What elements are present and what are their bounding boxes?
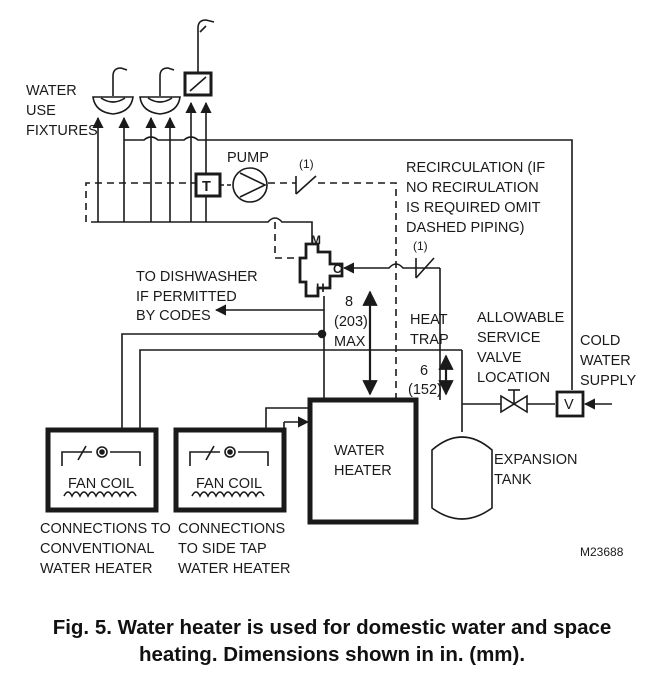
svg-text:EXPANSION: EXPANSION — [494, 452, 578, 468]
dimension-8-label: 8 (203) MAX — [334, 294, 368, 350]
svg-text:SERVICE: SERVICE — [477, 330, 541, 346]
shower-fixture — [183, 19, 215, 97]
note-1-mid: (1) — [413, 239, 428, 253]
svg-text:COLD: COLD — [580, 333, 620, 349]
heat-trap-label: HEAT TRAP — [410, 312, 449, 348]
expansion-tank-icon — [431, 436, 493, 520]
svg-text:WATER: WATER — [334, 443, 385, 459]
service-valve-icon — [500, 389, 528, 414]
svg-text:WATER HEATER: WATER HEATER — [40, 561, 153, 577]
check-valve-top-icon — [295, 175, 317, 195]
svg-text:BY CODES: BY CODES — [136, 308, 211, 324]
caption-line-2: heating. Dimensions shown in in. (mm). — [138, 643, 526, 666]
water-heater-label: WATER HEATER — [334, 443, 392, 479]
svg-text:CONNECTIONS: CONNECTIONS — [178, 521, 285, 537]
svg-text:USE: USE — [26, 103, 56, 119]
check-valve-mid-icon — [415, 257, 435, 279]
expansion-tank-label: EXPANSION TANK — [494, 452, 578, 488]
cold-valve-box — [555, 390, 585, 418]
svg-text:VALVE: VALVE — [477, 350, 522, 366]
svg-text:IF PERMITTED: IF PERMITTED — [136, 289, 237, 305]
svg-text:TRAP: TRAP — [410, 332, 449, 348]
figure-caption: Fig. 5. Water heater is used for domesti… — [0, 614, 664, 668]
plumbing-diagram: WATER USE FIXTURES PUMP (1) (1) RECIRCUL… — [26, 19, 636, 577]
svg-text:HEAT: HEAT — [410, 312, 448, 328]
side-tap-connections-label: CONNECTIONS TO SIDE TAP WATER HEATER — [178, 521, 291, 577]
part-number: M23688 — [580, 545, 624, 559]
conventional-connections-label: CONNECTIONS TO CONVENTIONAL WATER HEATER — [40, 521, 171, 577]
cold-valve-letter: V — [564, 397, 574, 413]
svg-text:8: 8 — [345, 294, 353, 310]
svg-text:(203): (203) — [334, 314, 368, 330]
pump-label: PUMP — [227, 150, 269, 166]
sink-fixture-1 — [92, 67, 134, 115]
svg-text:MAX: MAX — [334, 334, 366, 350]
svg-text:ALLOWABLE: ALLOWABLE — [477, 310, 565, 326]
mix-valve-m: M — [311, 233, 321, 247]
svg-text:WATER HEATER: WATER HEATER — [178, 561, 291, 577]
svg-text:6: 6 — [420, 363, 428, 379]
caption-line-1: Fig. 5. Water heater is used for domesti… — [52, 616, 612, 639]
dishwasher-label: TO DISHWASHER IF PERMITTED BY CODES — [136, 269, 258, 324]
svg-text:SUPPLY: SUPPLY — [580, 373, 636, 389]
svg-text:NO RECIRULATION: NO RECIRULATION — [406, 180, 539, 196]
fan-coil-2-box — [173, 427, 287, 513]
svg-text:CONVENTIONAL: CONVENTIONAL — [40, 541, 154, 557]
thermostat-letter: T — [202, 179, 211, 195]
svg-text:FIXTURES: FIXTURES — [26, 123, 98, 139]
pump-icon — [232, 167, 268, 203]
fan-coil-1-label: FAN COIL — [68, 476, 134, 492]
svg-text:WATER: WATER — [580, 353, 631, 369]
svg-text:TO DISHWASHER: TO DISHWASHER — [136, 269, 258, 285]
water-use-label: WATER USE FIXTURES — [26, 83, 98, 139]
svg-text:TANK: TANK — [494, 472, 532, 488]
mixing-valve-icon — [298, 242, 344, 298]
svg-text:TO SIDE TAP: TO SIDE TAP — [178, 541, 267, 557]
svg-text:DASHED PIPING): DASHED PIPING) — [406, 220, 524, 236]
mix-valve-c: C — [333, 262, 342, 276]
svg-text:WATER: WATER — [26, 83, 77, 99]
allowable-valve-label: ALLOWABLE SERVICE VALVE LOCATION — [477, 310, 565, 386]
mix-valve-h: H — [316, 281, 325, 295]
note-1-top: (1) — [299, 157, 314, 171]
sink-fixture-2 — [139, 67, 181, 115]
svg-text:HEATER: HEATER — [334, 463, 392, 479]
fan-coil-1-box — [45, 427, 159, 513]
svg-text:IS REQUIRED OMIT: IS REQUIRED OMIT — [406, 200, 541, 216]
cold-water-label: COLD WATER SUPPLY — [580, 333, 636, 389]
svg-text:RECIRCULATION (IF: RECIRCULATION (IF — [406, 160, 545, 176]
dimension-6-label: 6 (152) — [408, 363, 442, 398]
svg-text:LOCATION: LOCATION — [477, 370, 550, 386]
svg-text:(152): (152) — [408, 382, 442, 398]
water-heater-box — [307, 397, 419, 525]
recirculation-note: RECIRCULATION (IF NO RECIRULATION IS REQ… — [406, 160, 545, 236]
fan-coil-2-label: FAN COIL — [196, 476, 262, 492]
svg-text:CONNECTIONS TO: CONNECTIONS TO — [40, 521, 171, 537]
